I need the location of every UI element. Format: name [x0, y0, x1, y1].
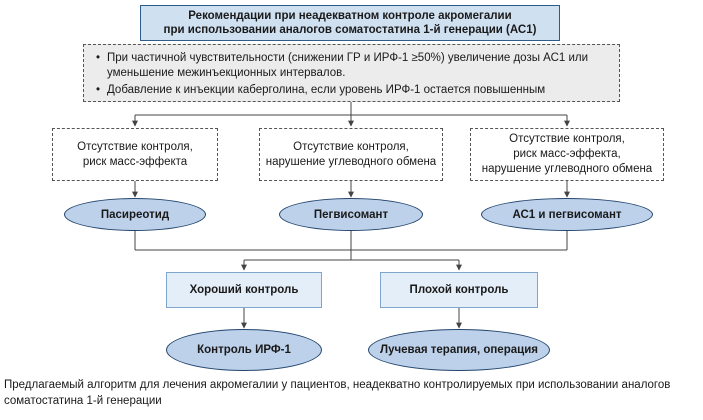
recommendation-item: При частичной чувствительности (снижении… — [96, 51, 611, 81]
recommendations-list: При частичной чувствительности (снижении… — [96, 51, 611, 100]
treatment-ac1-pegvisomant: АС1 и пегвисомант — [481, 198, 653, 231]
treatment-pasireotide: Пасиреотид — [64, 198, 206, 231]
good-control-box: Хороший контроль — [166, 272, 322, 308]
condition-box-2: Отсутствие контроля, нарушение углеводно… — [259, 128, 443, 181]
recommendation-item: Добавление к инъекции каберголина, если … — [96, 83, 611, 98]
treatment-pegvisomant: Пегвисомант — [279, 198, 423, 231]
recommendations-box: При частичной чувствительности (снижении… — [83, 44, 620, 102]
condition-line: Отсутствие контроля, — [77, 140, 193, 153]
outcome-radiotherapy-surgery: Лучевая терапия, операция — [368, 329, 550, 371]
condition-line: Отсутствие контроля, — [509, 133, 625, 146]
title-box: Рекомендации при неадекватном контроле а… — [140, 5, 560, 41]
condition-line: риск масс-эффекта — [82, 155, 188, 168]
condition-line: нарушение углеводного обмена — [265, 155, 437, 168]
outcome-igf1-control: Контроль ИРФ-1 — [166, 329, 322, 371]
condition-line: Отсутствие контроля, — [293, 140, 409, 153]
title-line-2: при использовании аналогов соматостатина… — [163, 24, 537, 36]
condition-line: риск масс-эффекта, — [513, 148, 621, 161]
figure-caption: Предлагаемый алгоритм для лечения акроме… — [4, 379, 671, 407]
condition-box-3: Отсутствие контроля, риск масс-эффекта, … — [470, 128, 664, 181]
title-line-1: Рекомендации при неадекватном контроле а… — [188, 9, 512, 22]
condition-line: нарушение углеводного обмена — [481, 162, 653, 175]
condition-box-1: Отсутствие контроля, риск масс-эффекта — [52, 128, 218, 181]
poor-control-box: Плохой контроль — [380, 272, 538, 308]
